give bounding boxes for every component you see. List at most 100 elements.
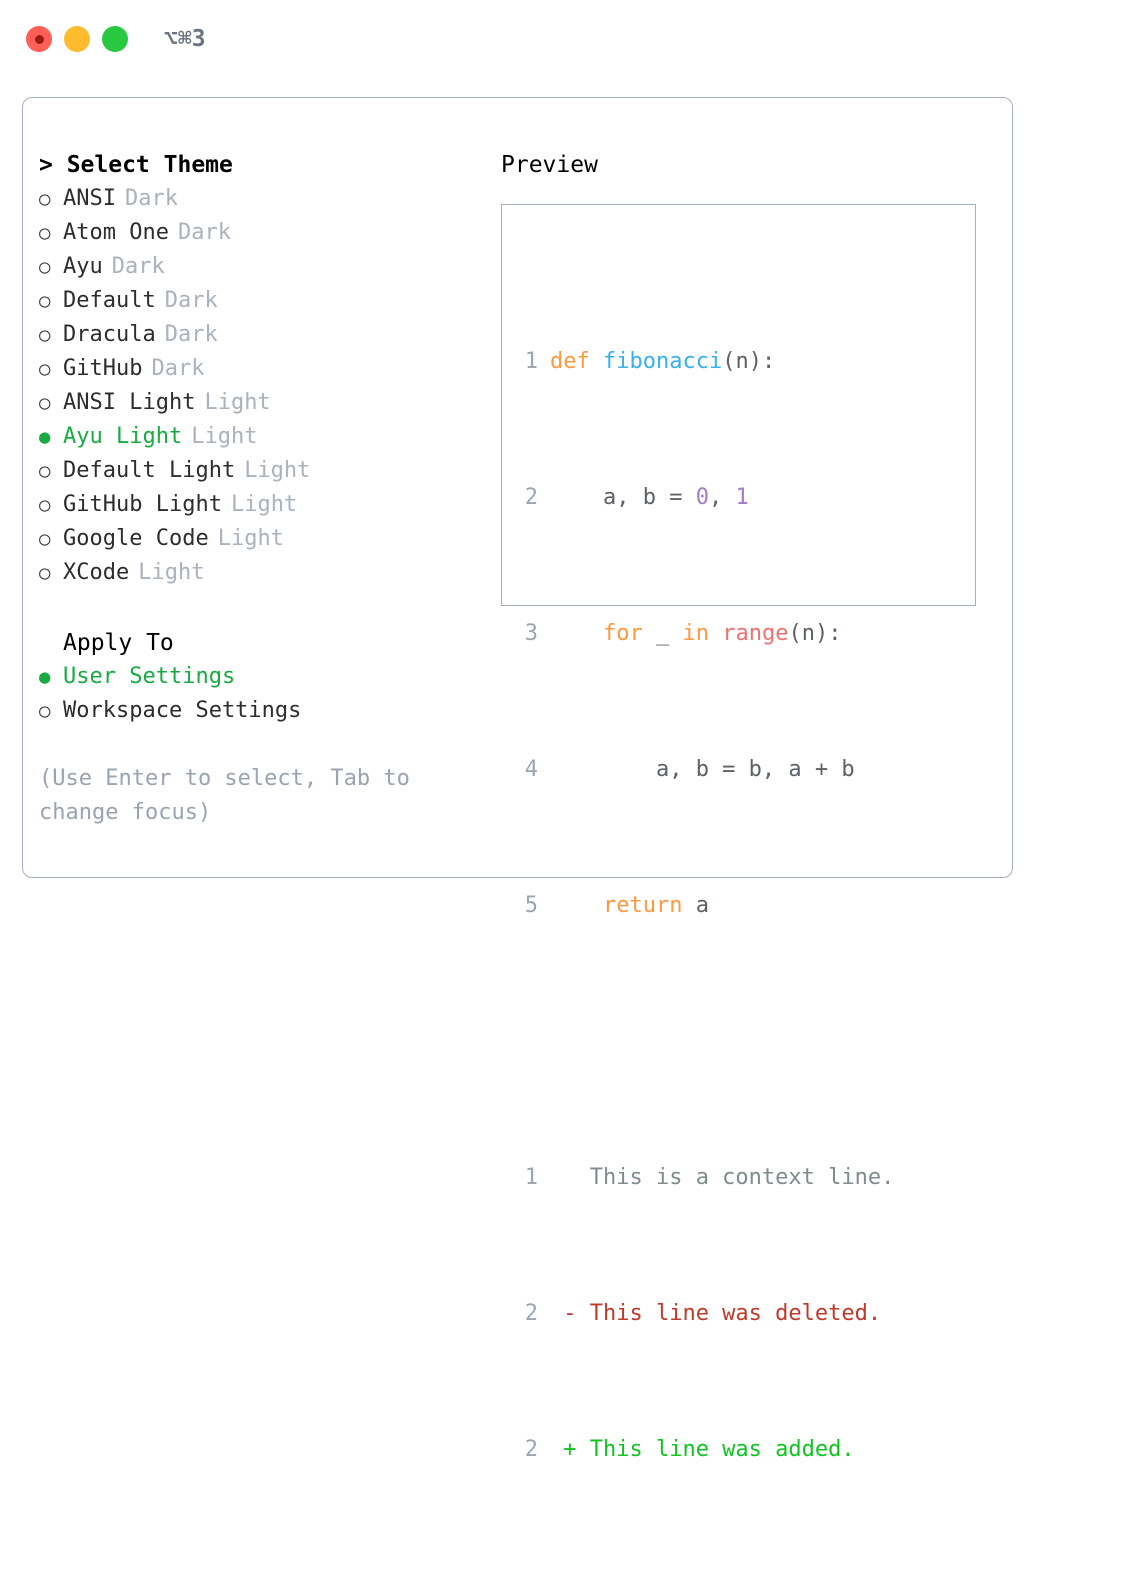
radio-icon: ○ [39, 494, 51, 516]
diff-token: - This line was deleted. [550, 1301, 882, 1326]
line-number: 1 [524, 349, 538, 374]
radio-icon: ○ [39, 290, 51, 312]
theme-list-item[interactable]: ○ GitHub Dark [39, 352, 489, 386]
code-token: for [602, 621, 643, 646]
theme-list-item[interactable]: ○ Dracula Dark [39, 318, 489, 352]
theme-list-item[interactable]: ○ Google Code Light [39, 522, 489, 556]
code-token: 1 [735, 485, 749, 510]
theme-list-item[interactable]: ○ GitHub Light Light [39, 488, 489, 522]
code-blank-line [512, 1025, 894, 1059]
theme-list-item[interactable]: ○ Atom One Dark [39, 216, 489, 250]
theme-list-item[interactable]: ○ Ayu Dark [39, 250, 489, 284]
theme-name: Ayu [63, 254, 103, 279]
code-line: 2 a, b = 0 , 1 [512, 481, 894, 515]
maximize-button[interactable] [102, 26, 128, 52]
radio-icon: ○ [39, 222, 51, 244]
theme-kind: Dark [151, 356, 205, 381]
recording-indicator-icon [34, 34, 44, 44]
diff-line-deleted: 2 - This line was deleted. [512, 1297, 894, 1331]
code-token: (n): [788, 621, 842, 646]
radio-icon: ○ [39, 700, 51, 722]
code-token: 0 [695, 485, 709, 510]
code-token: , [708, 485, 736, 510]
theme-list-item[interactable]: ○ Default Light Light [39, 454, 489, 488]
theme-list: ○ ANSI Dark ○ Atom One Dark ○ Ayu Dark [39, 182, 489, 590]
section-spacer [39, 590, 489, 626]
code-line: 3 for _ in range (n): [512, 617, 894, 651]
theme-list-item[interactable]: ○ XCode Light [39, 556, 489, 590]
line-number: 1 [524, 1165, 538, 1190]
theme-name: Default Light [63, 458, 236, 483]
code-preview: 1 def fibonacci (n): 2 a, b = 0 , 1 [512, 243, 895, 1569]
code-token [550, 889, 603, 923]
preview-heading: Preview [501, 152, 598, 178]
theme-kind: Dark [177, 220, 231, 245]
theme-list-item[interactable]: ○ ANSI Dark [39, 182, 489, 216]
theme-name: GitHub [63, 356, 143, 381]
preview-box: 1 def fibonacci (n): 2 a, b = 0 , 1 [501, 204, 976, 1462]
code-token: fibonacci [602, 349, 723, 374]
apply-to-label: Workspace Settings [63, 698, 302, 723]
keyboard-hint-text: (Use Enter to select, Tab to change focu… [39, 766, 410, 825]
code-token: a, b = [550, 485, 696, 510]
apply-to-item-selected[interactable]: ● User Settings [39, 660, 489, 694]
close-button[interactable] [26, 26, 52, 52]
code-token: a [682, 893, 709, 918]
theme-list-item[interactable]: ○ ANSI Light Light [39, 386, 489, 420]
code-token [709, 617, 722, 651]
code-token: (n): [722, 349, 776, 374]
diff-token: This is a context line. [550, 1165, 895, 1190]
theme-kind: Light [191, 424, 258, 449]
preview-column: Preview 1 def fibonacci (n): 2 a, b = [501, 148, 1001, 1462]
diff-token: + This line was added. [550, 1437, 855, 1462]
radio-icon: ○ [39, 358, 51, 380]
theme-kind: Light [230, 492, 298, 517]
theme-picker-column: > Select Theme ○ ANSI Dark ○ Atom One Da… [39, 148, 489, 830]
select-theme-heading: > Select Theme [39, 152, 233, 178]
radio-icon: ○ [39, 188, 51, 210]
diff-line-added: 2 + This line was added. [512, 1433, 894, 1467]
minimize-button[interactable] [64, 26, 90, 52]
line-number: 2 [524, 1301, 538, 1326]
theme-kind: Dark [164, 288, 218, 313]
theme-name: ANSI [63, 186, 116, 211]
theme-kind: Dark [124, 186, 178, 211]
code-token: _ [642, 621, 683, 646]
theme-name: Default [63, 288, 156, 313]
line-number: 5 [524, 893, 538, 918]
line-number: 4 [524, 757, 538, 782]
code-line: 5 return a [512, 889, 894, 923]
radio-icon-selected: ● [39, 666, 51, 688]
theme-list-item-selected[interactable]: ● Ayu Light Light [39, 420, 489, 454]
theme-kind: Light [217, 526, 284, 551]
code-line: 4 a, b = b, a + b [512, 753, 894, 787]
theme-list-item[interactable]: ○ Default Dark [39, 284, 489, 318]
line-number: 2 [524, 485, 538, 510]
main-panel: > Select Theme ○ ANSI Dark ○ Atom One Da… [22, 97, 1013, 1462]
line-number: 2 [524, 1437, 538, 1462]
radio-icon: ○ [39, 562, 51, 584]
apply-to-item[interactable]: ○ Workspace Settings [39, 694, 489, 728]
theme-name: XCode [63, 560, 130, 585]
theme-name: Atom One [63, 220, 169, 245]
code-token: range [722, 621, 789, 646]
apply-to-list: ● User Settings ○ Workspace Settings [39, 660, 489, 728]
radio-icon: ○ [39, 528, 51, 550]
theme-kind: Light [138, 560, 205, 585]
theme-name: Google Code [63, 526, 209, 551]
theme-kind: Dark [164, 322, 218, 347]
title-bar: ⌥⌘3 [0, 0, 1140, 78]
theme-name: Dracula [63, 322, 156, 347]
apply-to-label: User Settings [63, 664, 236, 689]
theme-name: GitHub Light [63, 492, 222, 517]
theme-name: ANSI Light [63, 390, 196, 415]
keyboard-shortcut-label: ⌥⌘3 [164, 26, 206, 52]
code-token: in [682, 621, 709, 646]
code-token: return [602, 893, 683, 918]
code-token: a, b = b, a + b [550, 757, 855, 782]
code-line: 1 def fibonacci (n): [512, 345, 894, 379]
theme-kind: Dark [111, 254, 165, 279]
diff-line-context: 1 This is a context line. [512, 1161, 895, 1195]
radio-icon: ○ [39, 256, 51, 278]
radio-icon: ○ [39, 460, 51, 482]
